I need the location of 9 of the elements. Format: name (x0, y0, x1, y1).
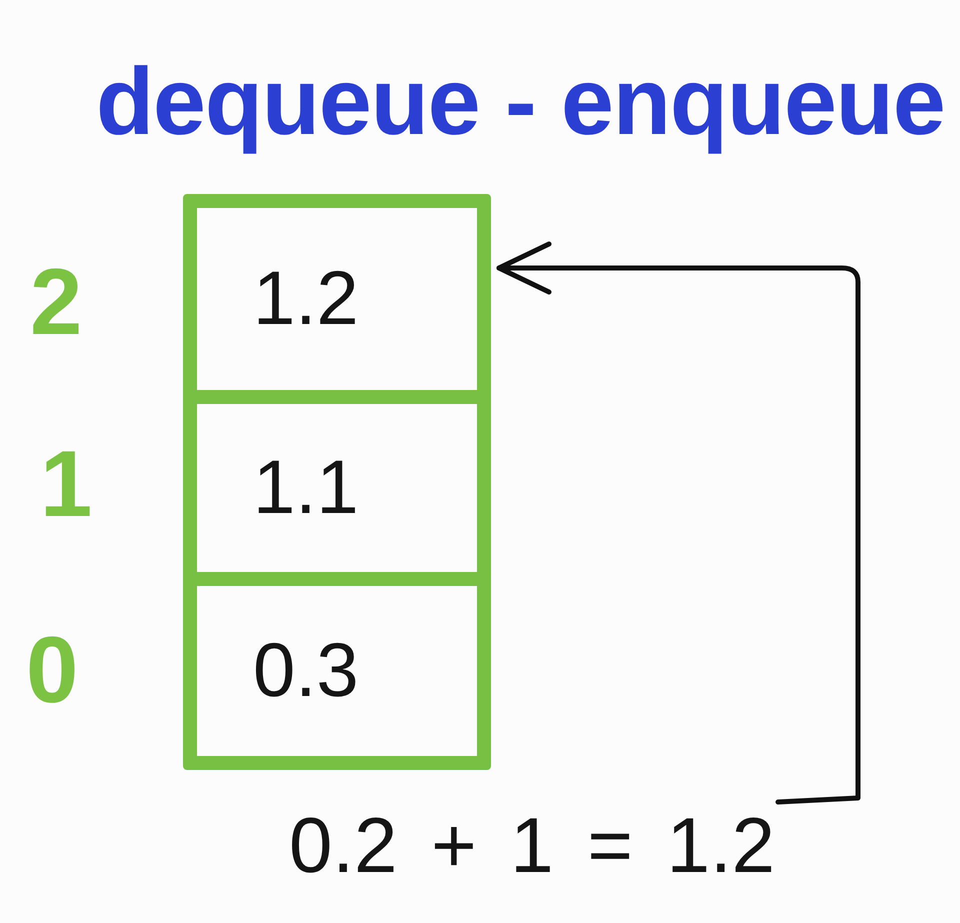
cell-value: 0.3 (253, 629, 359, 713)
index-label: 1 (40, 434, 92, 534)
cell-value: 1.1 (253, 446, 359, 530)
title: dequeue - enqueue (96, 48, 945, 157)
index-label: 0 (26, 620, 78, 720)
arrow (496, 242, 860, 804)
index-label: 2 (30, 252, 82, 352)
formula-text: 0.2 + 1 = 1.2 (272, 802, 792, 888)
cell-value: 1.2 (253, 257, 359, 341)
